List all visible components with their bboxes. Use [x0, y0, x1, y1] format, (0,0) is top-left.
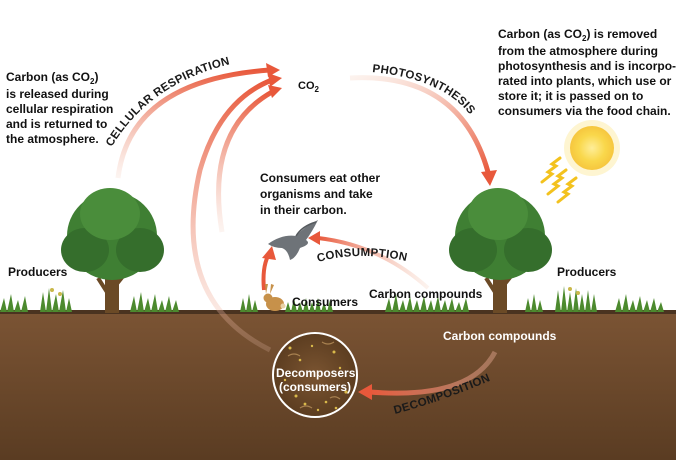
- consumers-note-line1: Consumers eat other: [260, 171, 381, 185]
- decomposition-arrow: [369, 350, 498, 396]
- grass-icon: [0, 286, 664, 312]
- co2-text: CO: [298, 80, 315, 92]
- carbon-compounds-soil-label: Carbon compounds: [443, 329, 557, 343]
- bird-icon: [268, 220, 318, 260]
- rabbit-icon: [263, 284, 286, 311]
- svg-text:CONSUMPTION: CONSUMPTION: [316, 247, 409, 265]
- consumers-note-line3: in their carbon.: [260, 203, 347, 217]
- right-note-line1-sub: 2: [582, 34, 587, 43]
- left-note-line4: and is returned to: [6, 117, 108, 131]
- tree-icon-left: [61, 188, 164, 313]
- right-note-line6: consumers via the food chain.: [498, 104, 671, 118]
- decomposers-label: Decomposers: [276, 366, 356, 380]
- left-note-line2: is released during: [6, 87, 109, 101]
- decomposers-sublabel: (consumers): [278, 380, 352, 394]
- sun-ray-icon: [540, 156, 578, 204]
- right-note-line1: Carbon (as CO2) is removed: [498, 27, 658, 43]
- left-note-line1-sub: 2: [90, 77, 95, 86]
- respiration-arrow-head: [266, 63, 280, 77]
- right-note-line3: photosynthesis and is incorpo-: [498, 59, 676, 73]
- producers-left-label: Producers: [8, 265, 68, 279]
- respiration-arrow-producers: [115, 67, 271, 179]
- left-note-line3: cellular respiration: [6, 102, 114, 116]
- right-note-line1-pre: Carbon (as CO: [498, 27, 583, 41]
- right-note-line4: rated into plants, which use or: [498, 74, 672, 88]
- photosynthesis-arrow: [349, 75, 491, 173]
- respiration-arrow-decomposers: [190, 77, 273, 353]
- respiration-arrow-consumers: [216, 89, 274, 233]
- left-note-line1-post: ): [94, 70, 99, 84]
- producers-right-label: Producers: [557, 265, 617, 279]
- tree-icon-right: [449, 188, 552, 313]
- carbon-compounds-ground-label: Carbon compounds: [369, 287, 483, 301]
- right-note-line2: from the atmosphere during: [498, 44, 659, 58]
- sun-icon: [564, 120, 620, 176]
- consumers-label: Consumers: [292, 295, 359, 309]
- consumption-label: CONSUMPTION: [316, 247, 408, 265]
- left-note-line5: the atmosphere.: [6, 132, 99, 146]
- decomposer-circle-icon: [272, 332, 358, 418]
- consumers-note-line2: organisms and take: [260, 187, 373, 201]
- consumption-arrow: [317, 236, 430, 290]
- co2-subscript: 2: [314, 85, 319, 94]
- co2-label: CO2: [298, 79, 319, 94]
- right-note-line1-post: ) is removed: [586, 27, 658, 41]
- right-note-line5: store it; it is passed on to: [498, 89, 644, 103]
- left-note-line1-pre: Carbon (as CO: [6, 70, 91, 84]
- left-note-line1: Carbon (as CO2): [6, 70, 99, 86]
